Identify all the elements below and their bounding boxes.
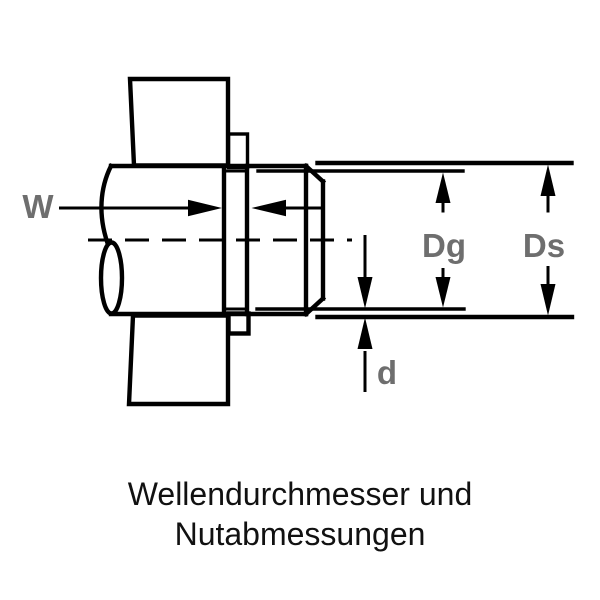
chamfer-top (302, 162, 327, 185)
dg-arrow-down-icon (435, 277, 451, 308)
dimension-d: d (357, 235, 397, 392)
dimension-w: W (22, 188, 322, 225)
shaft-break-curve (99, 163, 114, 246)
diagram-caption: Wellendurchmesser und Nutabmessungen (0, 474, 600, 554)
d-arrow-up-icon (357, 317, 373, 349)
groove-diameter-label: Dg (422, 227, 466, 264)
dg-arrow-up-icon (435, 172, 451, 203)
d-arrow-down-icon (357, 277, 373, 309)
housing-block-top (127, 76, 231, 168)
retaining-ring-section-top (226, 132, 250, 170)
groove-depth-label: d (377, 354, 397, 391)
w-arrow-right-icon (188, 199, 222, 217)
dimension-dg: Dg (422, 172, 466, 308)
ds-arrow-up-icon (540, 164, 556, 196)
ds-arrow-down-icon (540, 284, 556, 316)
groove-width-label: W (22, 188, 54, 225)
w-arrow-left-icon (251, 199, 286, 217)
extension-lines (255, 160, 575, 320)
shaft-break-ellipse (98, 240, 125, 316)
housing-block-bottom (126, 313, 231, 407)
chamfer-bottom (302, 295, 327, 318)
caption-line-2: Nutabmessungen (174, 516, 426, 552)
retaining-ring-lug-bottom (226, 311, 251, 336)
shaft-diameter-label: Ds (523, 227, 565, 264)
caption-line-1: Wellendurchmesser und (127, 476, 473, 512)
shaft (98, 162, 327, 318)
dimension-ds: Ds (523, 164, 565, 316)
